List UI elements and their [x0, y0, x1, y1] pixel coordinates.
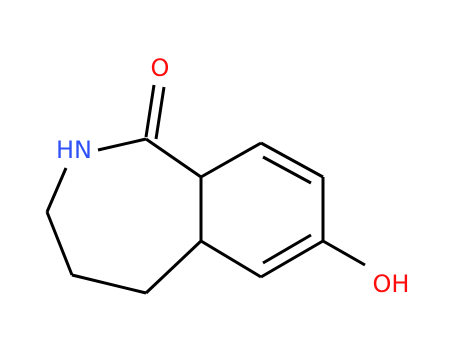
bond-c9-c8 — [260, 141, 324, 179]
bond-c1-o-b — [154, 86, 166, 140]
bond-c9-c8-inner — [262, 155, 312, 185]
bond-n-c3 — [45, 167, 68, 213]
bond-c6-c5a — [200, 239, 262, 279]
bond-c1-o-a — [144, 84, 156, 138]
oxygen-carbonyl-label: O — [151, 54, 170, 82]
bond-c4-c5 — [71, 273, 147, 295]
bond-c5-c5a — [144, 239, 203, 295]
bond-c7-c6 — [260, 239, 324, 279]
nitrogen-amide-label: HN — [56, 136, 92, 164]
hydroxyl-group-label: OH — [373, 270, 410, 298]
bond-c3-c4 — [45, 211, 74, 276]
bond-c7-oh — [322, 239, 366, 267]
bond-c9a-c9 — [200, 141, 262, 179]
bond-c7-c6-inner — [262, 233, 312, 265]
bond-c1-c9a — [145, 137, 202, 179]
bond-c1-n — [97, 137, 147, 152]
